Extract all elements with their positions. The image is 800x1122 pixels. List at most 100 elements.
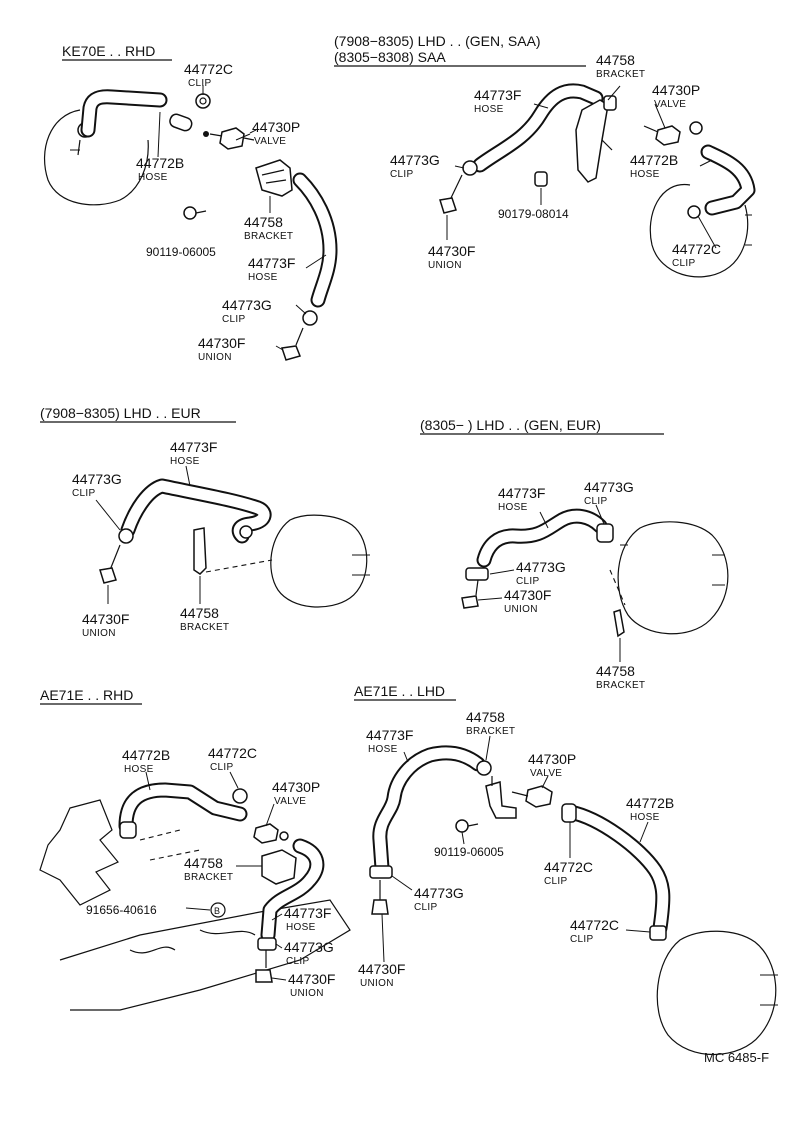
svg-text:BRACKET: BRACKET: [184, 872, 233, 883]
valve-44730p: [525, 785, 553, 808]
svg-text:44773F: 44773F: [284, 905, 331, 921]
svg-text:HOSE: HOSE: [630, 812, 660, 823]
svg-text:CLIP: CLIP: [286, 956, 309, 967]
svg-text:44758: 44758: [184, 855, 223, 871]
callout-44772c: 44772C CLIP: [672, 241, 721, 269]
clip-44773g: [369, 865, 393, 879]
svg-text:HOSE: HOSE: [286, 922, 316, 933]
callout-44773g: 44773G CLIP: [414, 885, 464, 913]
union-44730f: [281, 345, 302, 361]
section-title: KE70E . . RHD: [62, 43, 155, 59]
callout-44772c-mid: 44772C CLIP: [544, 859, 593, 887]
callout-44772b: 44772B HOSE: [630, 152, 678, 180]
svg-text:VALVE: VALVE: [254, 136, 286, 147]
svg-text:44773G: 44773G: [222, 297, 272, 313]
booster-fitting: [77, 139, 81, 156]
callout-91656-40616: 91656-40616: [86, 903, 157, 917]
callout-44730f: 44730F UNION: [198, 335, 245, 363]
callout-44772b: 44772B HOSE: [626, 795, 674, 823]
hose-grommet: [119, 821, 137, 839]
callout-44773g: 44773G CLIP: [516, 559, 566, 587]
svg-text:BRACKET: BRACKET: [180, 622, 229, 633]
svg-text:44758: 44758: [596, 52, 635, 68]
section-title: (7908−8305) LHD . . EUR: [40, 405, 201, 421]
svg-text:BRACKET: BRACKET: [244, 231, 293, 242]
svg-text:HOSE: HOSE: [124, 764, 154, 775]
brake-booster: [656, 930, 777, 1056]
svg-text:91656-40616: 91656-40616: [86, 903, 157, 917]
svg-text:CLIP: CLIP: [72, 488, 95, 499]
svg-text:VALVE: VALVE: [654, 99, 686, 110]
svg-text:44772B: 44772B: [136, 155, 184, 171]
grommet-90179: [534, 171, 548, 187]
clip-44772c: [687, 205, 701, 219]
svg-text:90119-06005: 90119-06005: [434, 845, 504, 859]
engine-lower-outline: [59, 899, 351, 1011]
brake-booster: [617, 521, 729, 635]
svg-text:44773F: 44773F: [498, 485, 545, 501]
svg-text:VALVE: VALVE: [530, 768, 562, 779]
callout-44773f: 44773F HOSE: [366, 727, 413, 755]
svg-text:44772C: 44772C: [544, 859, 593, 875]
svg-text:CLIP: CLIP: [584, 496, 607, 507]
svg-text:44730F: 44730F: [504, 587, 551, 603]
svg-text:HOSE: HOSE: [498, 502, 528, 513]
callout-44772c: 44772C CLIP: [208, 745, 257, 773]
svg-text:44772C: 44772C: [672, 241, 721, 257]
section-title-line1: (7908−8305) LHD . . (GEN, SAA): [334, 33, 541, 49]
clip-44772c-low: [649, 925, 667, 941]
clip-44773g: [465, 567, 489, 581]
svg-text:44730F: 44730F: [358, 961, 405, 977]
section-title: (8305− ) LHD . . (GEN, EUR): [420, 417, 601, 433]
svg-text:UNION: UNION: [428, 260, 462, 271]
callout-44773f: 44773F HOSE: [170, 439, 217, 467]
bracket-44758: [255, 159, 293, 197]
svg-text:HOSE: HOSE: [630, 169, 660, 180]
svg-text:44773G: 44773G: [516, 559, 566, 575]
marker-b: B: [214, 906, 220, 916]
callout-90119-06005: 90119-06005: [146, 245, 216, 259]
svg-text:HOSE: HOSE: [474, 104, 504, 115]
callout-44730p: 44730P VALVE: [272, 779, 320, 807]
callout-44772b: 44772B HOSE: [136, 155, 184, 183]
svg-text:CLIP: CLIP: [222, 314, 245, 325]
svg-text:UNION: UNION: [198, 352, 232, 363]
svg-text:HOSE: HOSE: [368, 744, 398, 755]
callout-44758: 44758 BRACKET: [596, 52, 645, 80]
section-ae71e-lhd: AE71E . . LHD: [354, 683, 778, 1056]
union-44730f: [99, 567, 117, 584]
svg-text:44773F: 44773F: [248, 255, 295, 271]
clip-44773g-top: [596, 523, 614, 543]
clip-44772c: [195, 93, 211, 109]
svg-text:44773G: 44773G: [584, 479, 634, 495]
clip-44773g: [462, 160, 478, 176]
section-title: AE71E . . LHD: [354, 683, 445, 699]
svg-text:44773F: 44773F: [366, 727, 413, 743]
callout-44730f: 44730F UNION: [504, 587, 551, 615]
svg-text:44772B: 44772B: [630, 152, 678, 168]
svg-text:UNION: UNION: [82, 628, 116, 639]
brake-booster: [44, 109, 149, 206]
svg-text:44772B: 44772B: [122, 747, 170, 763]
section-title: AE71E . . RHD: [40, 687, 133, 703]
section-lhd-eur-7908-8305: (7908−8305) LHD . . EUR 44773F HOSE 4477…: [40, 405, 370, 639]
svg-text:CLIP: CLIP: [516, 576, 539, 587]
callout-44730f: 44730F UNION: [82, 611, 129, 639]
svg-text:44773G: 44773G: [414, 885, 464, 901]
clip-44772c-mid: [561, 803, 577, 823]
svg-text:CLIP: CLIP: [414, 902, 437, 913]
bracket-44758: [485, 781, 517, 819]
svg-text:44758: 44758: [596, 663, 635, 679]
svg-text:CLIP: CLIP: [544, 876, 567, 887]
svg-text:CLIP: CLIP: [672, 258, 695, 269]
section-lhd-gen-saa: (7908−8305) LHD . . (GEN, SAA) (8305−830…: [334, 33, 756, 278]
clip-44773g: [302, 310, 318, 326]
clip-44773g: [257, 937, 277, 951]
callout-44773g: 44773G CLIP: [222, 297, 272, 325]
callout-44773g: 44773G CLIP: [284, 939, 334, 967]
svg-text:44730P: 44730P: [652, 82, 700, 98]
callout-44758: 44758 BRACKET: [184, 855, 233, 883]
svg-text:CLIP: CLIP: [188, 78, 211, 89]
bracket-44758: [193, 527, 207, 575]
callout-44773g-top: 44773G CLIP: [584, 479, 634, 507]
